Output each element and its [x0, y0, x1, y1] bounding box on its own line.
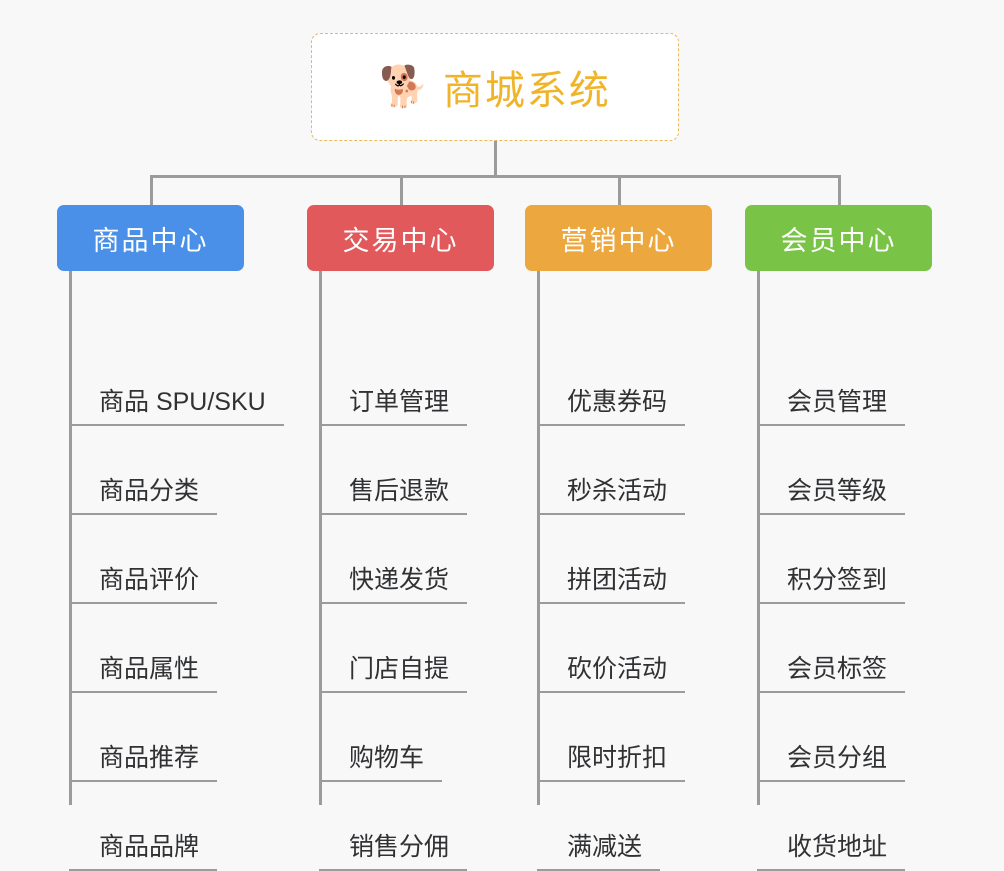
- list-item[interactable]: 订单管理: [319, 337, 468, 426]
- shiba-dog-face-icon: 🐕: [379, 65, 429, 109]
- list-item[interactable]: 销售分佣: [319, 782, 468, 871]
- branch-label: 交易中心: [342, 225, 459, 256]
- branch-product-center: 商品中心 商品 SPU/SKU 商品分类 商品评价 商品属性 商品推荐 商品品牌: [57, 205, 284, 871]
- list-item[interactable]: 购物车: [319, 693, 443, 782]
- list-item[interactable]: 商品品牌: [69, 782, 218, 871]
- branch-header-product-center[interactable]: 商品中心: [57, 205, 244, 271]
- list-item[interactable]: 售后退款: [319, 426, 468, 515]
- list-item[interactable]: 会员标签: [757, 604, 906, 693]
- leaf-label: 秒杀活动: [567, 477, 668, 505]
- mindmap-canvas: 🐕 商城系统 商品中心 商品 SPU/SKU 商品分类 商品评价 商品属性: [57, 33, 932, 871]
- leaf-label: 快递发货: [349, 566, 450, 594]
- branch-trade-center: 交易中心 订单管理 售后退款 快递发货 门店自提 购物车 销售分佣: [307, 205, 494, 871]
- leaf-label: 商品 SPU/SKU: [99, 388, 266, 416]
- list-item[interactable]: 会员分组: [757, 693, 906, 782]
- branch-header-member-center[interactable]: 会员中心: [745, 205, 932, 271]
- branch-header-marketing-center[interactable]: 营销中心: [525, 205, 712, 271]
- list-item[interactable]: 门店自提: [319, 604, 468, 693]
- list-item[interactable]: 限时折扣: [537, 693, 686, 782]
- branch-spine: [537, 271, 540, 805]
- list-item[interactable]: 快递发货: [319, 515, 468, 604]
- branch-label: 商品中心: [92, 225, 209, 256]
- branch-label: 营销中心: [560, 225, 677, 256]
- leaf-label: 砍价活动: [567, 655, 668, 683]
- list-item[interactable]: 会员管理: [757, 337, 906, 426]
- list-item[interactable]: 秒杀活动: [537, 426, 686, 515]
- branch-header-trade-center[interactable]: 交易中心: [307, 205, 494, 271]
- leaf-label: 商品推荐: [99, 744, 200, 772]
- leaf-label: 订单管理: [349, 388, 450, 416]
- list-item[interactable]: 砍价活动: [537, 604, 686, 693]
- connector-horizontal-bus: [150, 175, 840, 178]
- leaf-label: 商品属性: [99, 655, 200, 683]
- connector-root-stem: [494, 141, 497, 177]
- leaf-label: 商品品牌: [99, 833, 200, 861]
- branch-marketing-center: 营销中心 优惠券码 秒杀活动 拼团活动 砍价活动 限时折扣 满减送: [525, 205, 712, 871]
- list-item[interactable]: 会员等级: [757, 426, 906, 515]
- connector-drop-3: [618, 175, 621, 207]
- root-title: 商城系统: [442, 69, 611, 113]
- leaf-label: 满减送: [567, 833, 643, 861]
- leaf-label: 限时折扣: [567, 744, 668, 772]
- list-item[interactable]: 商品属性: [69, 604, 218, 693]
- branch-spine: [319, 271, 322, 805]
- list-item[interactable]: 商品推荐: [69, 693, 218, 782]
- branch-member-center: 会员中心 会员管理 会员等级 积分签到 会员标签 会员分组 收货地址: [745, 205, 932, 871]
- leaf-label: 购物车: [349, 744, 425, 772]
- branch-spine: [69, 271, 72, 805]
- root-node[interactable]: 🐕 商城系统: [311, 33, 679, 141]
- leaf-label: 收货地址: [787, 833, 888, 861]
- list-item[interactable]: 拼团活动: [537, 515, 686, 604]
- leaf-label: 门店自提: [349, 655, 450, 683]
- leaf-label: 商品评价: [99, 566, 200, 594]
- list-item[interactable]: 商品 SPU/SKU: [69, 337, 284, 426]
- leaf-label: 优惠券码: [567, 388, 668, 416]
- list-item[interactable]: 优惠券码: [537, 337, 686, 426]
- leaf-label: 会员等级: [787, 477, 888, 505]
- connector-drop-4: [838, 175, 841, 207]
- branch-label: 会员中心: [780, 225, 897, 256]
- leaf-label: 会员标签: [787, 655, 888, 683]
- branch-spine: [757, 271, 760, 805]
- leaf-label: 售后退款: [349, 477, 450, 505]
- list-item[interactable]: 商品评价: [69, 515, 218, 604]
- connector-drop-2: [400, 175, 403, 207]
- list-item[interactable]: 商品分类: [69, 426, 218, 515]
- leaf-label: 会员管理: [787, 388, 888, 416]
- connector-drop-1: [150, 175, 153, 207]
- leaf-label: 商品分类: [99, 477, 200, 505]
- list-item[interactable]: 积分签到: [757, 515, 906, 604]
- leaf-label: 会员分组: [787, 744, 888, 772]
- leaf-label: 销售分佣: [349, 833, 450, 861]
- leaf-label: 拼团活动: [567, 566, 668, 594]
- list-item[interactable]: 满减送: [537, 782, 661, 871]
- list-item[interactable]: 收货地址: [757, 782, 906, 871]
- leaf-label: 积分签到: [787, 566, 888, 594]
